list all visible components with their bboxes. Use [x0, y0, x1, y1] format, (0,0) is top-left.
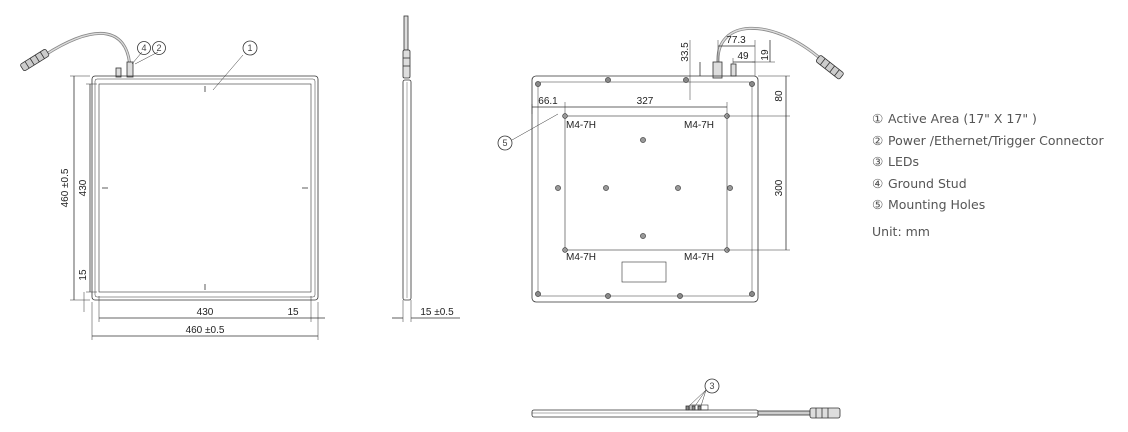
back-cable-connector — [815, 55, 844, 80]
back-feet — [535, 77, 755, 299]
back-mounting-plate — [564, 115, 728, 251]
back-dim-77-3: 77.3 — [726, 35, 746, 46]
callout-1-label: 1 — [247, 43, 252, 53]
bottom-connector — [809, 407, 841, 419]
bottom-leds — [685, 405, 702, 411]
back-dim-19: 19 — [760, 49, 771, 61]
back-dim-300: 300 — [774, 179, 785, 196]
front-dim-height: 460 ±0.5 — [60, 168, 71, 207]
front-dim-active-width: 430 — [197, 307, 214, 318]
back-dim-49: 49 — [737, 51, 749, 62]
back-hole-label-tr: M4-7H — [684, 120, 714, 131]
back-panel-outline — [531, 75, 759, 303]
back-label-plate — [621, 261, 667, 283]
back-hole-label-tl: M4-7H — [566, 120, 596, 131]
front-cable-connector — [20, 49, 50, 72]
back-hole-label-bl: M4-7H — [566, 252, 596, 263]
back-dim-33-5: 33.5 — [680, 42, 691, 62]
callout-2-label: 2 — [156, 43, 161, 53]
unit-label: Unit: mm — [872, 223, 930, 239]
front-active-area — [98, 83, 312, 293]
back-dim-80: 80 — [774, 90, 785, 102]
back-ground-stud — [730, 63, 737, 77]
front-view — [20, 31, 325, 340]
back-hole-label-br: M4-7H — [684, 252, 714, 263]
front-power-connector — [126, 61, 134, 78]
side-dim-thickness: 15 ±0.5 — [420, 307, 454, 318]
side-panel — [402, 79, 412, 301]
back-dim-66-1: 66.1 — [538, 96, 558, 107]
back-mounting-holes — [555, 113, 733, 253]
back-view — [497, 26, 844, 303]
front-dim-active-height: 430 — [78, 179, 89, 196]
callout-5-label: 5 — [502, 138, 507, 148]
bottom-view — [531, 378, 841, 419]
back-dim-327: 327 — [637, 96, 654, 107]
bottom-cable — [757, 410, 811, 416]
front-dim-margin-right: 15 — [287, 307, 299, 318]
callout-3-label: 3 — [709, 381, 714, 391]
front-dim-margin-bottom: 15 — [78, 269, 89, 281]
callout-4-label: 4 — [141, 43, 146, 53]
back-power-connector — [712, 61, 723, 79]
front-ground-stud — [115, 67, 122, 78]
side-cable — [403, 15, 409, 51]
front-panel-outline — [91, 75, 319, 301]
front-dim-width: 460 ±0.5 — [186, 325, 225, 336]
side-connector — [402, 49, 411, 79]
side-view — [392, 15, 460, 322]
bottom-panel — [531, 409, 759, 418]
